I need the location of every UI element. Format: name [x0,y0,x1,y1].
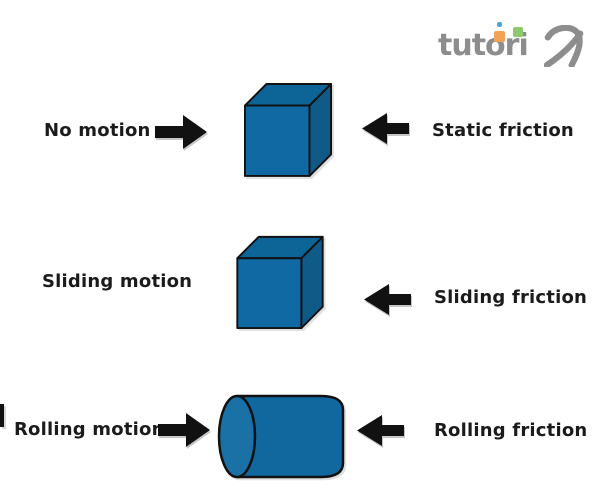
logo-orange-square-icon [494,31,505,42]
friction-label-sliding: Sliding friction [434,287,588,308]
logo-green-square-icon [513,27,523,37]
motion-label-rolling: Rolling motion [14,419,165,440]
left-arrow-icon [364,284,411,315]
cube-shape [236,235,324,330]
cropped-arrow-fragment [0,404,4,427]
friction-label-static: Static friction [432,120,574,141]
cube-shape [243,83,333,177]
logo-x-swoosh-icon [544,25,584,67]
cylinder-shape [217,394,345,479]
logo-blue-square-icon [497,22,502,27]
motion-label-sliding: Sliding motion [42,271,193,292]
motion-label-no-motion: No motion [44,120,151,141]
right-arrow-icon [155,115,207,149]
right-arrow-icon [158,413,210,447]
left-arrow-icon [362,113,409,144]
left-arrow-icon [357,415,404,446]
tutorix-logo: tutori [436,14,592,68]
friction-label-rolling: Rolling friction [434,420,588,441]
